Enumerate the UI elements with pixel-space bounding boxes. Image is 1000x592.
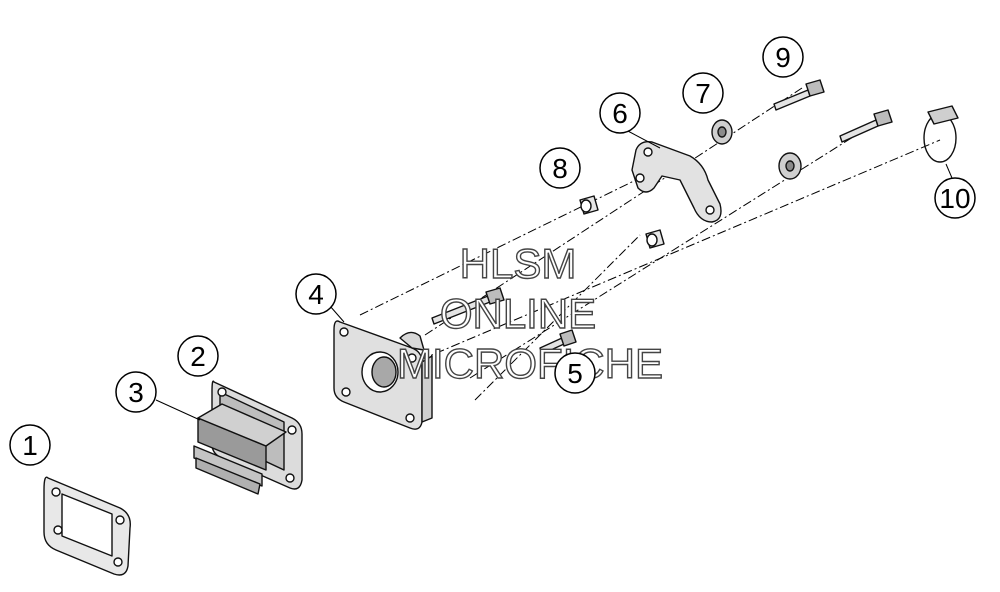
callout-1-label: 1 — [22, 430, 38, 461]
part-7-rubber-bushings — [711, 119, 802, 180]
callout-6-label: 6 — [612, 98, 628, 129]
callout-10-label: 10 — [939, 183, 970, 214]
callout-7: 7 — [682, 72, 724, 114]
part-8-spacer-sleeves — [579, 195, 665, 249]
part-6-bracket — [625, 129, 722, 223]
part-5-bolts — [431, 287, 577, 355]
callout-1: 1 — [9, 424, 51, 466]
callout-10: 10 — [934, 177, 976, 219]
watermark-line-3: MICROFICHE — [397, 340, 663, 387]
callout-2: 2 — [177, 335, 219, 377]
watermark-line-1: HLSM — [460, 240, 577, 287]
watermark-line-2: ONLINE — [440, 290, 596, 337]
part-4-intake-flange — [329, 305, 433, 430]
callout-3-label: 3 — [128, 377, 144, 408]
part-9-bolts — [773, 79, 893, 143]
part-10-hose-clamp — [923, 105, 959, 179]
callout-5-label: 5 — [567, 358, 583, 389]
callout-9: 9 — [762, 36, 804, 78]
callout-6: 6 — [599, 92, 641, 134]
callout-9-label: 9 — [775, 42, 791, 73]
part-1-gasket — [43, 476, 131, 576]
callout-2-label: 2 — [190, 341, 206, 372]
callout-8: 8 — [539, 147, 581, 189]
callout-7-label: 7 — [695, 78, 711, 109]
callout-4-label: 4 — [308, 279, 324, 310]
callout-5: 5 — [554, 352, 596, 394]
callout-4: 4 — [295, 273, 337, 315]
part-3-reed-block — [155, 399, 287, 495]
callout-8-label: 8 — [552, 153, 568, 184]
watermark: HLSM ONLINE MICROFICHE — [396, 239, 663, 387]
callout-3: 3 — [115, 371, 157, 413]
